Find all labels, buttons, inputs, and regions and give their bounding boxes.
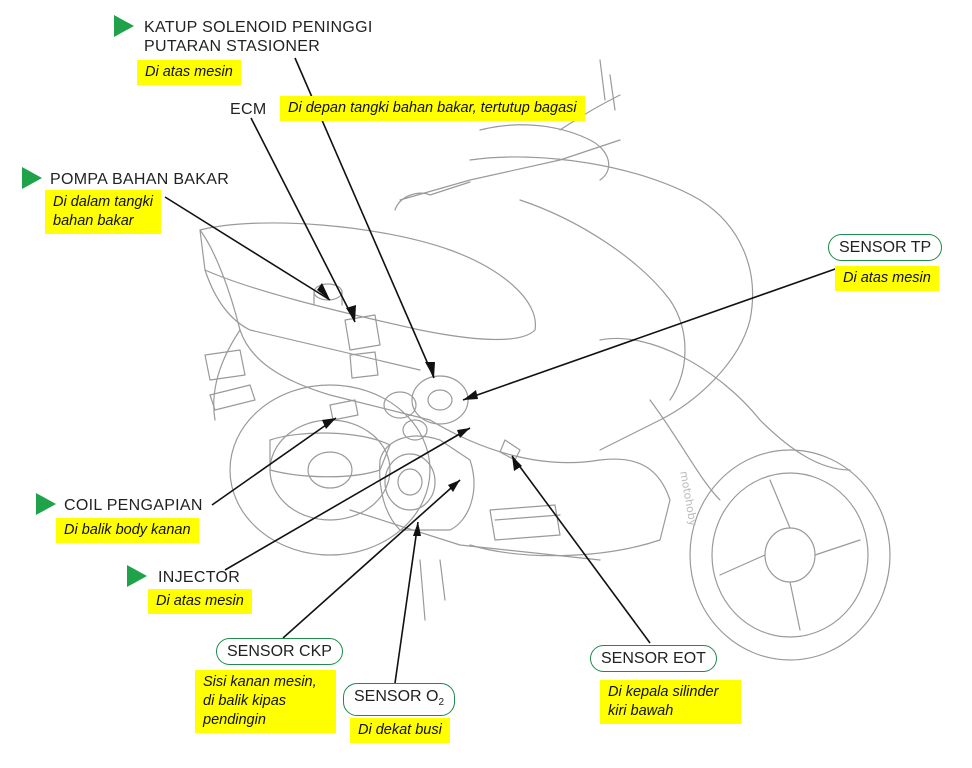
note-sensor-o2: Di dekat busi [350, 718, 450, 743]
note-sensor-ckp: Sisi kanan mesin, di balik kipas pending… [195, 670, 336, 733]
note-ckp-line1: Sisi kanan mesin, [203, 674, 317, 690]
pointer-lines [164, 57, 839, 684]
muffler [269, 432, 391, 478]
note-pompa-line2: bahan bakar [53, 213, 134, 229]
note-eot-line1: Di kepala silinder [608, 684, 719, 700]
label-sensor-eot: SENSOR EOT [590, 645, 717, 672]
front-fairing [469, 156, 754, 451]
label-coil-pengapian: COIL PENGAPIAN [64, 497, 203, 514]
injector-marker-icon [127, 565, 147, 587]
pointer-arrowheads [317, 283, 522, 536]
pompa-marker-icon [22, 167, 42, 189]
note-pompa-line1: Di dalam tangki [53, 194, 153, 210]
handlebar [399, 139, 621, 201]
label-katup-line2: PUTARAN STASIONER [144, 38, 321, 55]
note-katup-solenoid: Di atas mesin [137, 60, 241, 85]
note-injector: Di atas mesin [148, 589, 252, 614]
label-sensor-tp: SENSOR TP [828, 234, 943, 261]
note-eot-line2: kiri bawah [608, 703, 674, 719]
label-katup-line1: KATUP SOLENOID PENINGGI [144, 19, 373, 36]
engine [379, 435, 475, 531]
label-sensor-o2-text: SENSOR O [354, 688, 439, 705]
coil-marker-icon [36, 493, 56, 515]
note-ckp-line2: di balik kipas [203, 693, 287, 709]
label-ecm: ECM [230, 101, 267, 118]
note-ecm: Di depan tangki bahan bakar, tertutup ba… [280, 96, 585, 121]
label-pompa-bahan-bakar: POMPA BAHAN BAKAR [50, 171, 230, 188]
label-sensor-o2-subscript: 2 [438, 697, 445, 709]
label-sensor-o2: SENSOR O2 [343, 683, 456, 717]
note-sensor-eot: Di kepala silinder kiri bawah [600, 680, 741, 724]
note-sensor-tp: Di atas mesin [835, 266, 939, 291]
katup-marker-icon [114, 15, 134, 37]
label-injector: INJECTOR [158, 569, 241, 586]
front-wheel [689, 449, 891, 661]
note-pompa-bahan-bakar: Di dalam tangki bahan bakar [45, 190, 161, 234]
note-coil-pengapian: Di balik body kanan [56, 518, 199, 543]
seat [199, 222, 536, 341]
note-ckp-line3: pendingin [203, 712, 266, 728]
label-sensor-ckp: SENSOR CKP [216, 638, 343, 665]
label-katup-solenoid: KATUP SOLENOID PENINGGI PUTARAN STASIONE… [144, 18, 373, 56]
